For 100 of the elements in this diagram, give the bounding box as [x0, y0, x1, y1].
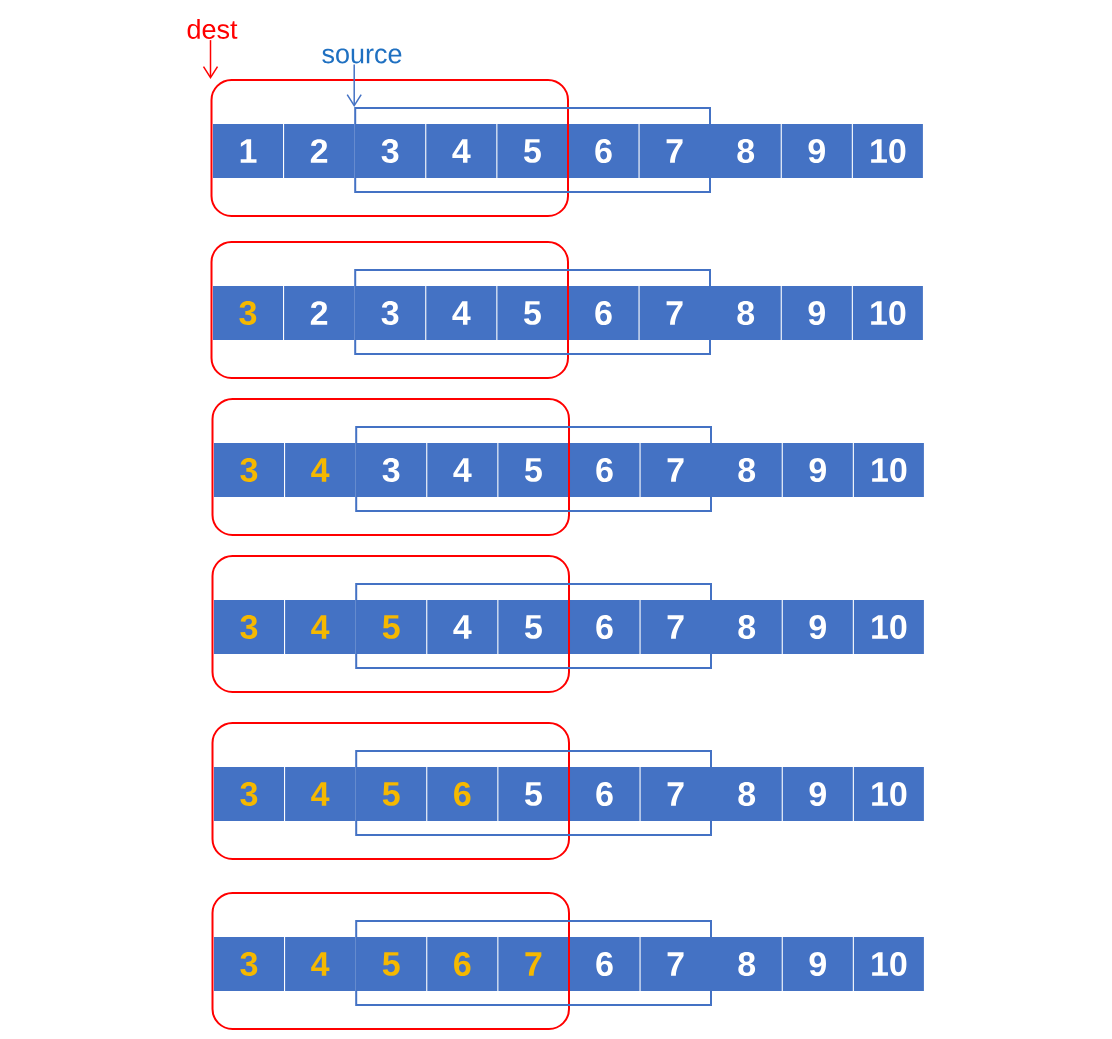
node-label: 6	[595, 138, 612, 164]
array-cell: 8	[710, 286, 781, 340]
node-label: 2	[310, 301, 328, 325]
node-label: 7	[666, 139, 683, 163]
node-label: 10	[872, 457, 907, 483]
node-label: 1	[240, 139, 257, 163]
array-cell: 8	[711, 767, 782, 821]
node-label: 6	[596, 614, 613, 640]
node-label: 10	[871, 300, 906, 326]
array-cell: 5	[498, 443, 569, 497]
node-label: 7	[666, 301, 683, 325]
node-label: 6	[596, 457, 613, 483]
node-label: 5	[382, 952, 400, 976]
array-cell: 7	[640, 600, 711, 654]
outline-frame	[355, 426, 712, 512]
label-text: source	[322, 48, 402, 64]
outline-frame	[355, 583, 712, 669]
rounded-frame	[211, 398, 570, 536]
array-cell: 10	[853, 767, 924, 821]
array-cell: 1	[213, 124, 283, 178]
node-label: 9	[809, 951, 826, 977]
array-cell: 8	[711, 443, 782, 497]
node-label: 3	[382, 457, 400, 483]
arrow	[202, 39, 219, 79]
array-cell: 9	[782, 600, 853, 654]
array-cell: 10	[853, 937, 924, 991]
array-cell: 7	[639, 286, 710, 340]
array-cell: 7	[640, 937, 711, 991]
node-label: 10	[872, 781, 907, 807]
node-label: 3	[240, 614, 258, 640]
outline-frame	[355, 920, 712, 1006]
array-cell: 6	[427, 767, 498, 821]
array-cell: 4	[427, 600, 498, 654]
array-cell: 7	[639, 124, 710, 178]
array-cell: 9	[782, 443, 853, 497]
array-cell: 8	[711, 600, 782, 654]
node-label: 9	[809, 614, 826, 640]
node-label: 7	[667, 615, 684, 639]
node-label: 3	[240, 951, 258, 977]
array-cell: 5	[356, 600, 427, 654]
node-label: 7	[667, 952, 684, 976]
array-cell: 6	[569, 600, 640, 654]
node-label: 10	[872, 951, 907, 977]
outline-frame	[354, 107, 711, 193]
arrow	[346, 63, 362, 107]
node-label: 5	[524, 301, 541, 325]
node-label: 7	[667, 782, 684, 806]
array-cell: 4	[285, 767, 356, 821]
array-cell: 3	[214, 443, 284, 497]
array-cell: 5	[497, 124, 568, 178]
node-label: 2	[310, 139, 328, 163]
node-label: 4	[452, 139, 471, 163]
node-label: 8	[738, 457, 756, 483]
array-cell: 9	[781, 286, 852, 340]
node-label: 6	[596, 781, 613, 807]
array-cell: 7	[640, 767, 711, 821]
rounded-frame	[210, 241, 569, 379]
node-label: 5	[524, 139, 541, 163]
node-label: 5	[382, 615, 400, 639]
array-cell: 10	[852, 286, 923, 340]
node-label: 5	[382, 782, 400, 806]
array-cell: 6	[569, 443, 640, 497]
array-cell: 4	[427, 443, 498, 497]
array-cell: 6	[568, 286, 639, 340]
array-cell: 5	[356, 937, 427, 991]
node-label: 4	[453, 615, 472, 639]
array-cell: 4	[285, 937, 356, 991]
array-cell: 2	[284, 286, 355, 340]
array-cell: 3	[356, 443, 427, 497]
node-label: 9	[808, 300, 825, 326]
node-label: 10	[871, 138, 906, 164]
array-cell: 3	[214, 767, 284, 821]
node-label: 6	[596, 951, 613, 977]
rounded-frame	[210, 79, 569, 217]
array-cell: 7	[498, 937, 569, 991]
node-label: 7	[525, 952, 542, 976]
array-cell: 3	[355, 286, 426, 340]
array-cell: 3	[214, 937, 284, 991]
array-cell: 4	[426, 124, 497, 178]
node-label: 3	[240, 457, 258, 483]
node-label: 6	[454, 781, 471, 807]
node-label: 8	[738, 781, 756, 807]
array-cell: 6	[569, 767, 640, 821]
node-label: 4	[311, 458, 330, 482]
node-label: 5	[525, 458, 542, 482]
node-label: 10	[872, 614, 907, 640]
array-cell: 6	[427, 937, 498, 991]
array-cell: 10	[853, 443, 924, 497]
node-label: 8	[738, 614, 756, 640]
array-cell: 8	[711, 937, 782, 991]
node-label: 4	[311, 615, 330, 639]
node-label: 6	[454, 951, 471, 977]
label-text: dest	[187, 19, 238, 39]
node-label: 4	[452, 301, 471, 325]
array-cell: 8	[710, 124, 781, 178]
array-cell: 9	[782, 767, 853, 821]
array-cell: 5	[498, 600, 569, 654]
node-label: 5	[525, 615, 542, 639]
node-label: 6	[595, 300, 612, 326]
node-label: 3	[239, 300, 257, 326]
